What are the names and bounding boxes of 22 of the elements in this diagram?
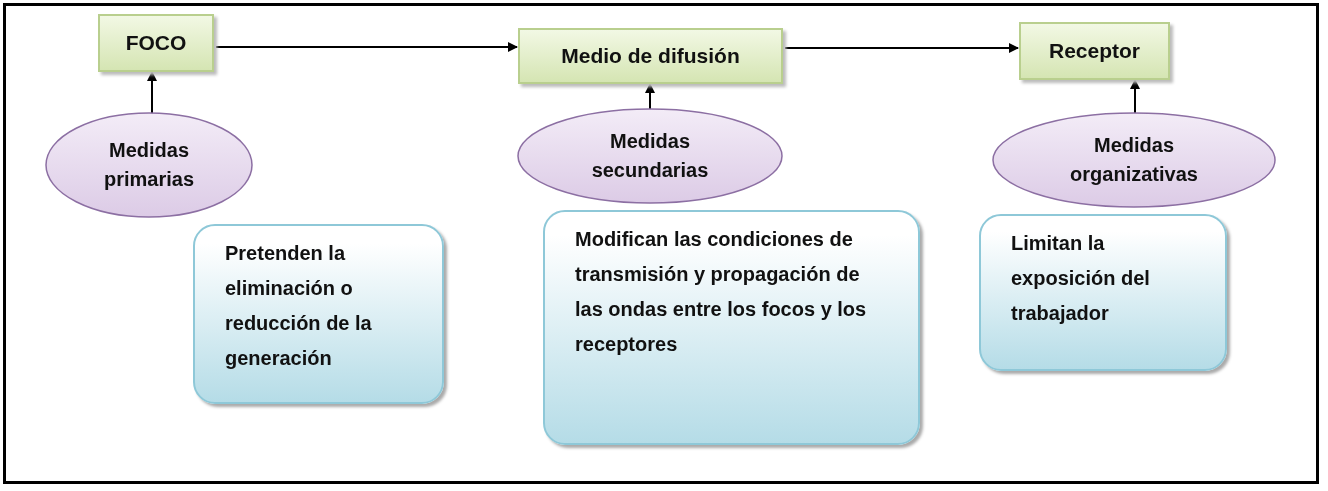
measure-ellipse	[992, 112, 1276, 208]
node-label: Medidas primarias	[102, 138, 196, 192]
node-label: Receptor	[1049, 39, 1140, 63]
description-box	[543, 210, 920, 445]
description-box	[193, 224, 444, 404]
node-label: Medidas secundarias	[590, 129, 710, 183]
description-box	[979, 214, 1227, 371]
node-label: Medidas organizativas	[1069, 133, 1199, 187]
arrow	[784, 43, 1019, 53]
description-text: Pretenden la eliminación o reducción de la generación	[225, 241, 373, 371]
process-box	[98, 14, 214, 72]
description-text: Limitan la exposición del trabajador	[1011, 231, 1151, 326]
arrow	[1130, 79, 1140, 114]
description-text: Modifican las condiciones de transmisión y propagación de las ondas entre los focos y los receptores	[575, 227, 868, 357]
measure-ellipse	[517, 108, 783, 204]
node-label: FOCO	[125, 31, 187, 55]
arrow	[215, 42, 518, 52]
process-box	[1019, 22, 1170, 80]
arrow	[645, 83, 655, 110]
process-box	[518, 28, 783, 84]
node-label: Medio de difusión	[561, 44, 740, 68]
measure-ellipse	[45, 112, 253, 218]
